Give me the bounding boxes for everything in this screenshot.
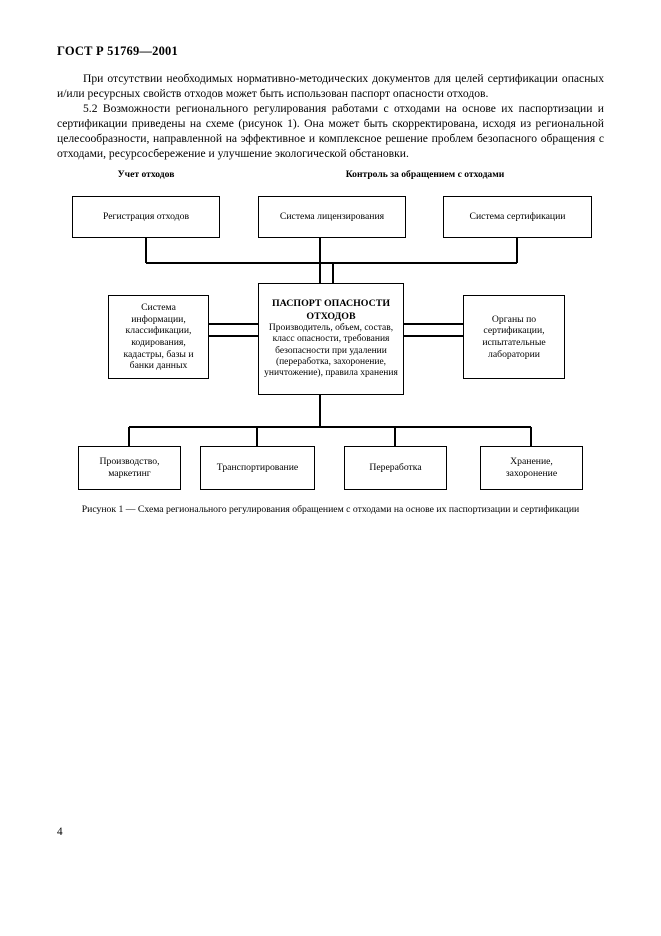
node-waste-hazard-passport: ПАСПОРТ ОПАСНОСТИ ОТХОДОВ Производитель,… (258, 283, 404, 395)
page-number: 4 (57, 826, 63, 838)
node-transportation-label: Транспортирование (216, 462, 299, 474)
body-text-block: При отсутствии необходимых нормативно-ме… (57, 71, 604, 162)
node-processing: Переработка (344, 446, 447, 490)
group-label-waste-handling-control: Контроль за обращением с отходами (345, 169, 505, 180)
standard-number-header: ГОСТ Р 51769—2001 (57, 44, 178, 58)
node-storage-disposal: Хранение, захоронение (480, 446, 583, 490)
node-passport-description: Производитель, объем, состав, класс опас… (264, 323, 398, 379)
node-licensing-system-label: Система лицензирования (279, 211, 385, 223)
node-waste-registration-label: Регистрация отходов (102, 211, 190, 223)
node-production-marketing-label: Производство, маркетинг (99, 456, 160, 479)
paragraph-1: При отсутствии необходимых нормативно-ме… (57, 72, 604, 101)
node-processing-label: Переработка (369, 462, 422, 474)
node-licensing-system: Система лицензирования (258, 196, 406, 238)
node-passport-title-line-1: ПАСПОРТ ОПАСНОСТИ (271, 298, 391, 310)
paragraph-2: 5.2 Возможности регионального регулирова… (57, 102, 604, 161)
node-certification-bodies: Органы по сертификации, испытательные ла… (463, 295, 565, 379)
node-transportation: Транспортирование (200, 446, 315, 490)
group-label-waste-accounting: Учет отходов (117, 169, 175, 180)
node-storage-disposal-label: Хранение, захоронение (505, 456, 558, 479)
node-information-system: Система информации, классификации, кодир… (108, 295, 209, 379)
figure-caption: Рисунок 1 — Схема регионального регулиро… (81, 504, 580, 515)
node-waste-registration: Регистрация отходов (72, 196, 220, 238)
node-certification-bodies-label: Органы по сертификации, испытательные ла… (482, 313, 546, 360)
node-information-system-label: Система информации, классификации, кодир… (123, 302, 194, 372)
node-certification-system-label: Система сертификации (469, 211, 566, 223)
node-certification-system: Система сертификации (443, 196, 592, 238)
node-production-marketing: Производство, маркетинг (78, 446, 181, 490)
node-passport-title-line-2: ОТХОДОВ (306, 310, 356, 322)
